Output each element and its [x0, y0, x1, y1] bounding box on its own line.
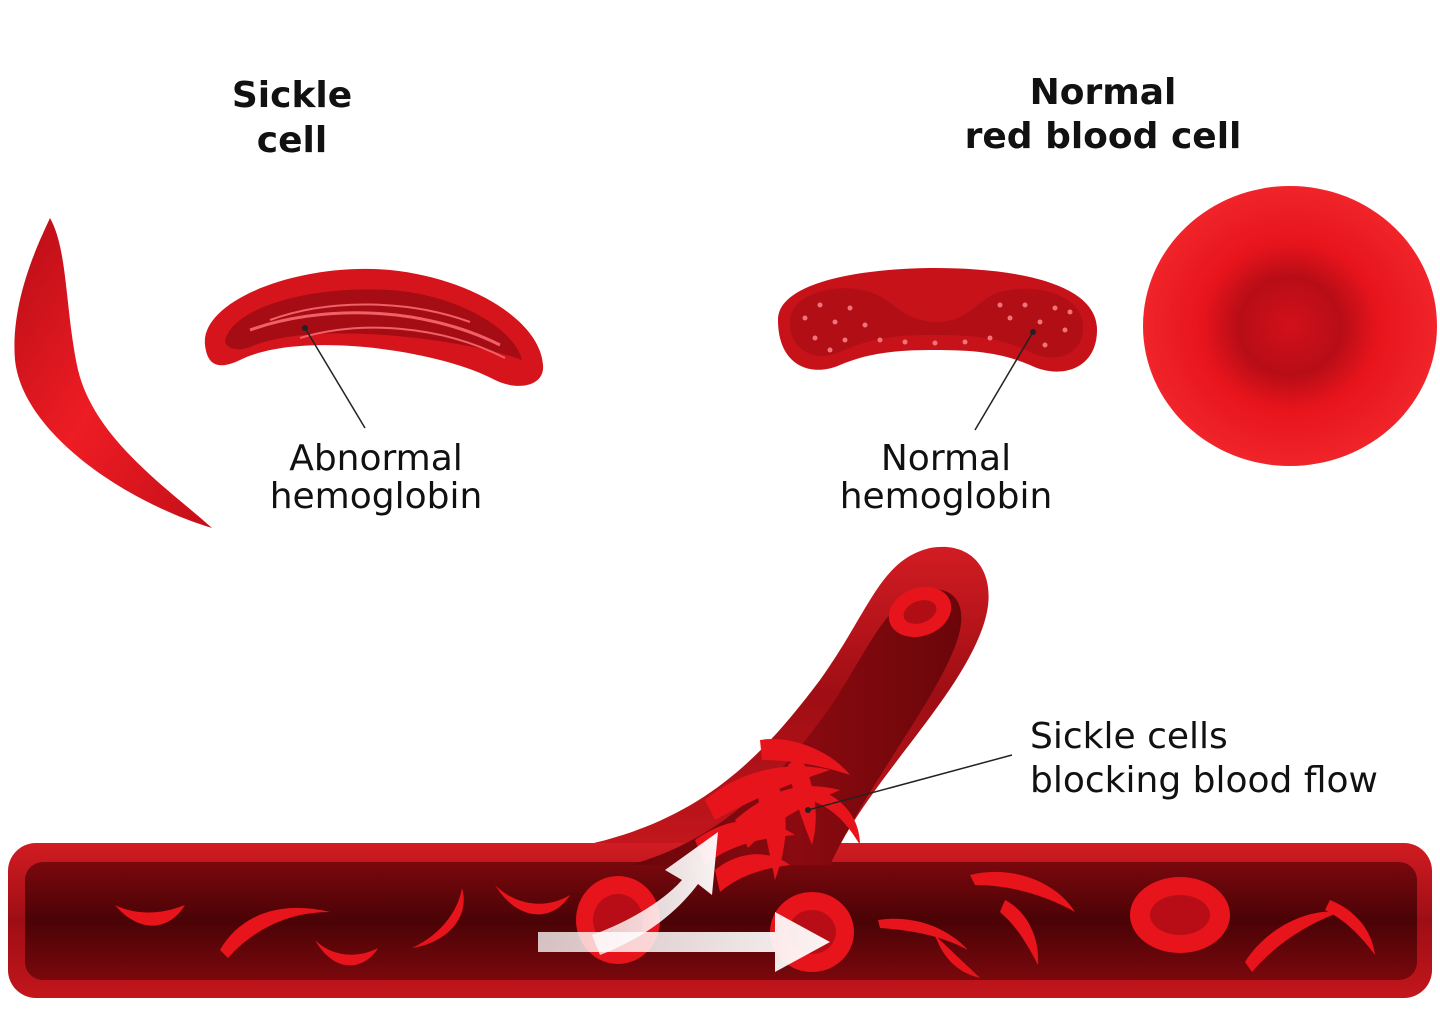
sickle-heading-line2: cell: [257, 120, 327, 161]
normal-heading-line2: red blood cell: [965, 116, 1242, 157]
curved-flow-arrow: [592, 832, 718, 955]
sickle-cell-cross-section: [204, 268, 544, 386]
abnormal-hemoglobin-pointer: [302, 325, 308, 331]
blood-flow-arrows: [538, 832, 830, 972]
normal-hemoglobin-leader: [974, 331, 1034, 431]
branch-red-blood-cell: [888, 586, 952, 638]
sickle-heading-line1: Sickle: [232, 75, 352, 116]
normal-heading-line1: Normal: [1030, 72, 1177, 113]
sickle-cell-heading: Sickle cell: [232, 75, 352, 161]
sickle-cell-illustration: [14, 218, 212, 528]
abnormal-hemoglobin-leader: [304, 327, 366, 429]
blocking-label-line2: blocking blood flow: [1030, 760, 1378, 801]
blocking-leader: [807, 754, 1013, 811]
normal-hemoglobin-pointer: [1030, 329, 1036, 335]
abnormal-hemoglobin-line1: Abnormal: [289, 438, 463, 479]
normal-hemoglobin-line1: Normal: [881, 438, 1011, 479]
blocking-label-line1: Sickle cells: [1030, 716, 1228, 757]
normal-cell-heading: Normal red blood cell: [965, 72, 1242, 157]
normal-cell-cross-section: [778, 268, 1098, 372]
normal-hemoglobin-line2: hemoglobin: [840, 476, 1053, 517]
straight-flow-arrow: [538, 912, 830, 972]
abnormal-hemoglobin-line2: hemoglobin: [270, 476, 483, 517]
sickle-cell-cluster: [695, 739, 860, 892]
blocking-pointer: [805, 807, 811, 813]
vessel-sickle-cells: [115, 871, 1375, 978]
normal-red-blood-cell-illustration: [1143, 186, 1437, 466]
